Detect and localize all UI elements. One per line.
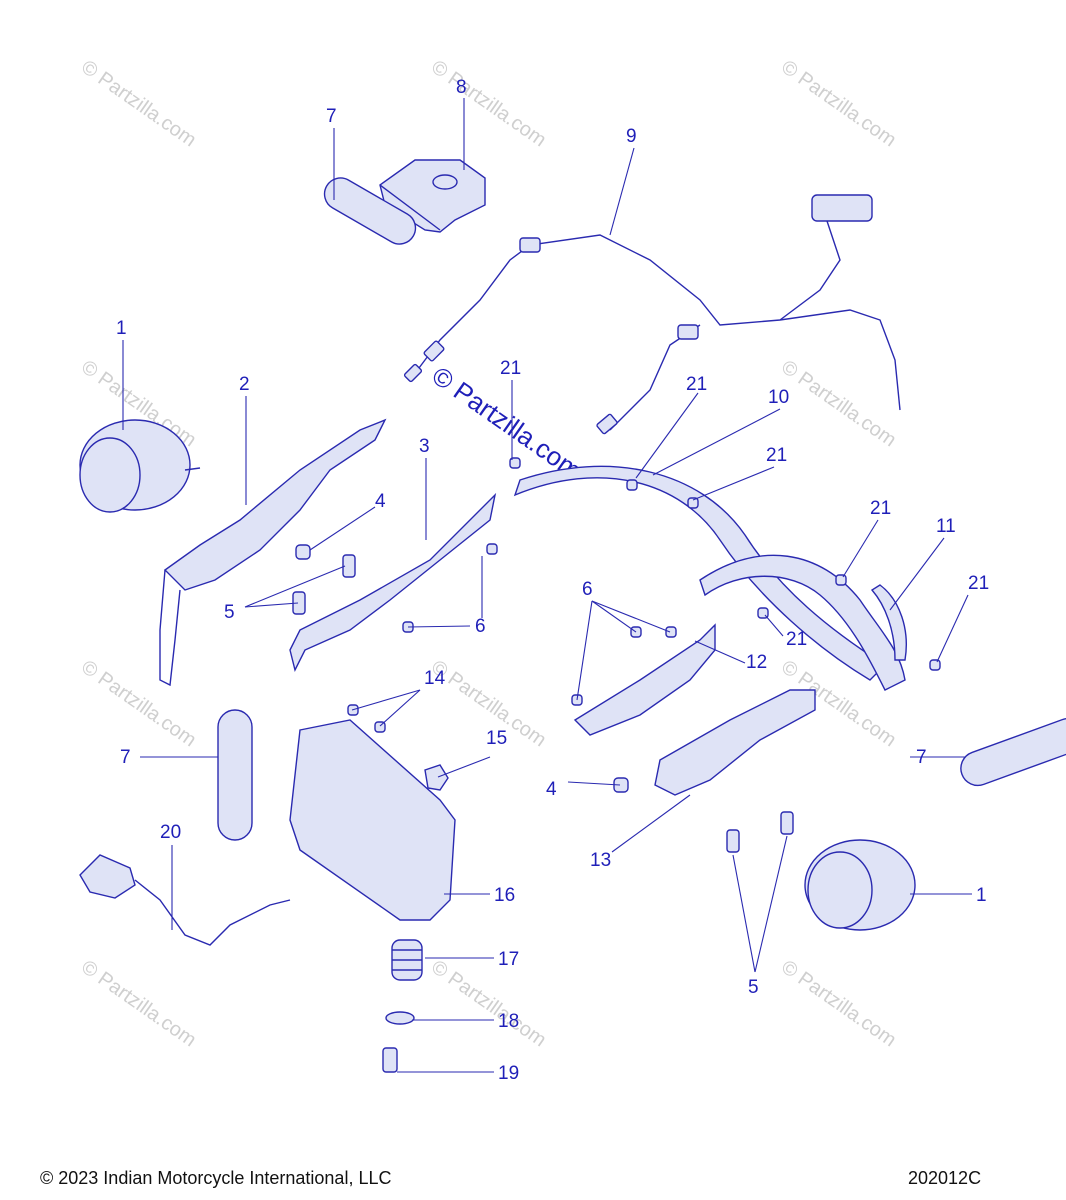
callout-20: 20: [160, 822, 181, 843]
part-13-bracket-lower: [654, 689, 816, 796]
callouts: 7 8 9 1 2 3 4 5 6 21 21 10 21 21 11 21 6…: [116, 77, 989, 1084]
callout-9: 9: [626, 126, 637, 147]
watermark: © Partzilla.com: [777, 56, 900, 151]
watermark: © Partzilla.com: [427, 956, 550, 1051]
callout-21-c: 21: [766, 445, 787, 466]
callout-4-left: 4: [375, 491, 386, 512]
callout-11: 11: [936, 516, 956, 537]
part-7-lens-left: [217, 709, 253, 841]
callout-8: 8: [456, 77, 467, 98]
callout-21-a: 21: [500, 358, 521, 379]
callout-3: 3: [419, 436, 430, 457]
watermark: © Partzilla.com: [77, 56, 200, 151]
callout-5-left: 5: [224, 602, 235, 623]
callout-6-left: 6: [475, 616, 486, 637]
fasteners: [292, 457, 941, 853]
part-11-fender-rail-right: [699, 554, 907, 691]
drawing-number: 202012C: [908, 1168, 982, 1188]
part-16-license-bracket: [289, 719, 456, 921]
part-17-spring: [391, 939, 423, 981]
callout-21-e: 21: [968, 573, 989, 594]
part-9-harness: [403, 194, 901, 435]
copyright-notice: © 2023 Indian Motorcycle International, …: [40, 1168, 392, 1188]
callout-17: 17: [498, 949, 519, 970]
callout-13: 13: [590, 850, 611, 871]
watermark: © Partzilla.com: [777, 356, 900, 451]
callout-21-f: 21: [786, 629, 807, 650]
callout-1-left: 1: [116, 318, 127, 339]
part-2-bracket-left: [159, 418, 387, 687]
watermark: © Partzilla.com: [77, 656, 200, 751]
callout-7-top: 7: [326, 106, 337, 127]
callout-7-left: 7: [120, 747, 131, 768]
callout-14: 14: [424, 668, 446, 689]
callout-12: 12: [746, 652, 767, 673]
leader-lines: [122, 98, 972, 1073]
part-12-bracket-right: [573, 623, 716, 736]
callout-15: 15: [486, 728, 507, 749]
part-7-lens-top: [323, 177, 417, 245]
callout-21-b: 21: [686, 374, 707, 395]
callout-1-right: 1: [976, 885, 987, 906]
part-18-washer: [385, 1011, 415, 1025]
callout-5-right: 5: [748, 977, 759, 998]
part-3-plate-bracket: [289, 492, 497, 673]
callout-6-right: 6: [582, 579, 593, 600]
part-1-lamp-right: [804, 839, 916, 931]
callout-19: 19: [498, 1063, 519, 1084]
callout-2: 2: [239, 374, 250, 395]
callout-10: 10: [768, 387, 789, 408]
part-1-lamp-left: [79, 419, 201, 513]
part-20-plate-light: [79, 854, 291, 946]
callout-4-right: 4: [546, 779, 557, 800]
part-19-bolt: [382, 1047, 398, 1073]
callout-18: 18: [498, 1011, 519, 1032]
part-15-clip: [424, 764, 449, 791]
part-7-lens-right: [960, 717, 1066, 787]
watermark: © Partzilla.com: [427, 56, 550, 151]
callout-7-right: 7: [916, 747, 927, 768]
watermark-large: © Partzilla.com: [427, 360, 588, 485]
callout-16: 16: [494, 885, 515, 906]
watermark: © Partzilla.com: [77, 956, 200, 1051]
watermark: © Partzilla.com: [777, 956, 900, 1051]
callout-21-d: 21: [870, 498, 891, 519]
